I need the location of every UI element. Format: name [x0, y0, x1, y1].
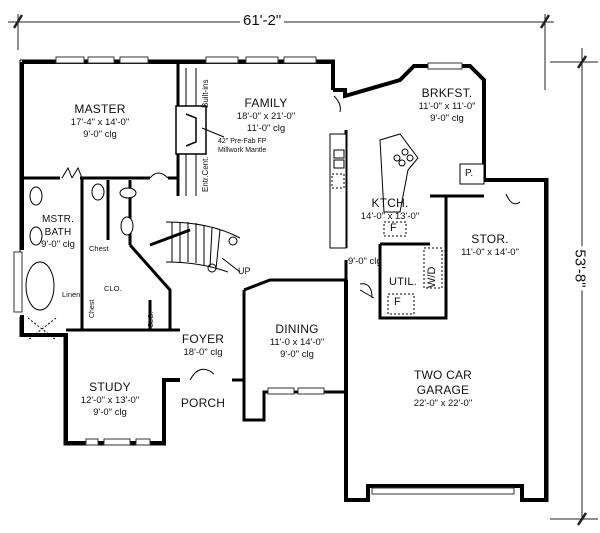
stairs-up-label: UP	[238, 266, 251, 276]
room-name-line1: MSTR.	[41, 214, 75, 225]
room-stor: STOR. 11'-0" x 14'-0"	[461, 232, 519, 259]
room-brkfst: BRKFST. 11'-0" x 11'-0" 9'-0" clg	[418, 86, 475, 125]
room-dimensions: 17'-4" x 14'-0"	[70, 117, 130, 128]
room-ceiling: 9'-0" clg	[83, 128, 117, 140]
room-name-line2: GARAGE	[416, 383, 470, 397]
room-porch: PORCH	[181, 396, 225, 411]
room-ceiling: 9'-0" clg	[93, 406, 127, 418]
util-fridge-label: F	[394, 296, 401, 308]
bathroom-fixtures	[25, 183, 137, 341]
entcent-label: Entr.Cent.	[201, 156, 210, 192]
room-util: UTIL.	[389, 276, 417, 290]
foyer-closet-label: CLO.	[148, 311, 155, 328]
kitchen-fridge-label: F	[390, 222, 397, 234]
washer-dryer-label: W/D	[426, 266, 438, 288]
fireplace-note-line2: Millwork Mantle	[218, 147, 267, 154]
room-foyer: FOYER 18'-0" clg	[182, 332, 224, 359]
closet-label: CLO.	[104, 284, 122, 293]
room-name: PORCH	[180, 396, 226, 410]
room-name: KTCH.	[371, 196, 409, 210]
room-name-line1: TWO CAR	[413, 368, 473, 382]
room-family: FAMILY 18'-0" x 21'-0" 11'-0" clg	[237, 96, 295, 135]
dimension-lines	[8, 14, 598, 526]
fireplace	[175, 105, 207, 155]
builtins-label: Built-ins	[201, 79, 210, 108]
room-study: STUDY 12'-0" x 13'-0" 9'-0" clg	[81, 380, 139, 419]
kitchen-ceiling: 9'-0" clg	[348, 256, 382, 267]
util-fixtures	[383, 163, 485, 315]
pantry-label: P.	[465, 168, 474, 179]
fireplace-leader	[201, 127, 225, 138]
room-name: BRKFST.	[421, 86, 473, 100]
room-dimensions: 22'-0" x 22'-0"	[413, 398, 473, 409]
room-ceiling: 11'-0" clg	[246, 122, 286, 134]
room-mstr-bath: MSTR. BATH 9'-0" clg	[41, 214, 75, 251]
room-dimensions: 11'-0" x 11'-0"	[418, 101, 476, 112]
room-ceiling: 9'-0" clg	[41, 239, 75, 250]
room-ceiling: 9'-0" clg	[430, 112, 464, 124]
room-name: MASTER	[74, 102, 126, 116]
room-ceiling: 9'-0" clg	[280, 348, 314, 360]
overall-width-label: 61'-2"	[240, 12, 285, 29]
room-dimensions: 12'-0" x 13'-0"	[80, 395, 140, 406]
linen-label: Linen	[62, 290, 81, 299]
fireplace-note-line1: 42" Pre-Fab FP	[218, 138, 267, 145]
room-name: DINING	[275, 322, 319, 336]
room-dimensions: 18'-0" x 21'-0"	[236, 111, 296, 122]
staircase	[165, 221, 241, 273]
kitchen-counter	[329, 133, 347, 249]
room-master: MASTER 17'-4" x 14'-0" 9'-0" clg	[71, 102, 129, 141]
door-swings	[61, 95, 521, 381]
room-name: STOR.	[471, 232, 509, 246]
room-name: UTIL.	[389, 276, 417, 288]
room-name-line2: BATH	[44, 226, 72, 238]
overall-depth-label: 53'-8"	[571, 246, 589, 291]
room-dining: DINING 11'-0 x 14'-0" 9'-0" clg	[270, 322, 324, 361]
kitchen-island	[379, 133, 419, 213]
windows	[13, 56, 515, 495]
room-name: STUDY	[89, 380, 131, 394]
room-garage: TWO CAR GARAGE 22'-0" x 22'-0"	[414, 368, 472, 410]
chest-top-label: Chest	[89, 244, 109, 253]
room-dimensions: 11'-0" x 14'-0"	[461, 247, 519, 258]
chest-side-label: Chest	[89, 299, 96, 318]
room-kitchen: KTCH. 14'-0" x 13'-0"	[361, 196, 419, 223]
room-name: FAMILY	[244, 96, 288, 110]
room-dimensions: 14'-0" x 13'-0"	[360, 211, 420, 222]
room-ceiling: 18'-0" clg	[183, 347, 223, 358]
room-dimensions: 11'-0 x 14'-0"	[269, 337, 325, 348]
room-name: FOYER	[181, 332, 225, 346]
